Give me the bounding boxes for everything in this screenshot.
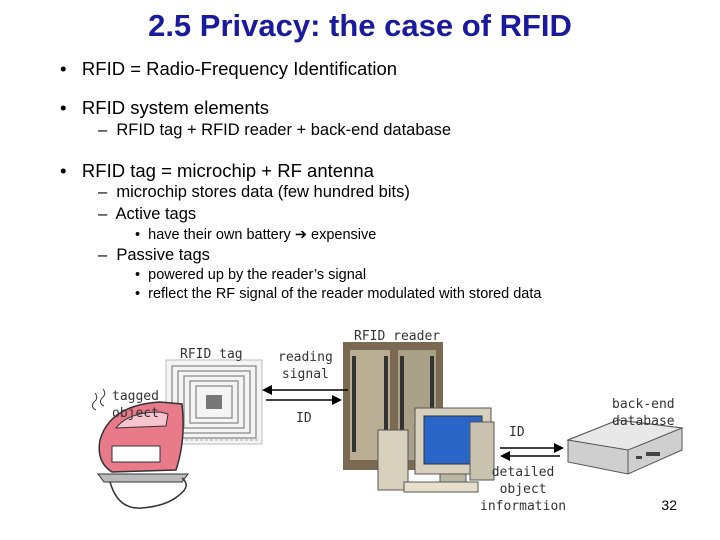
bullet-text: RFID = Radio-Frequency Identification — [81, 58, 398, 79]
subsubbullet-battery: • have their own battery ➔ expensive — [135, 227, 376, 243]
database-server-icon — [566, 419, 684, 475]
bullet-text: RFID tag = microchip + RF antenna — [81, 160, 374, 181]
bullet-text: RFID tag + RFID reader + back-end databa… — [116, 121, 452, 139]
id-arrow-right — [500, 443, 564, 453]
bullet-text: have their own battery ➔ expensive — [148, 227, 377, 243]
bullet-text: RFID system elements — [81, 97, 270, 118]
bullet-rfid-tag: • RFID tag = microchip + RF antenna — [60, 160, 374, 182]
bullet-marker: – — [98, 121, 108, 139]
bullet-marker: – — [98, 183, 108, 201]
rfid-tag-label: RFID tag — [180, 347, 243, 362]
reading-signal-arrow — [262, 385, 348, 395]
bullet-system-elements: • RFID system elements — [60, 97, 269, 119]
bullet-text: Active tags — [115, 205, 197, 223]
subbullet-passive-tags: – Passive tags — [98, 246, 210, 265]
bullet-text: powered up by the reader’s signal — [148, 267, 367, 283]
bullet-marker: • — [135, 267, 141, 283]
id-label-right: ID — [509, 425, 525, 440]
page-number: 32 — [661, 497, 677, 513]
bullet-text: Passive tags — [116, 246, 210, 264]
slide-title: 2.5 Privacy: the case of RFID — [148, 8, 572, 43]
bullet-rfid-definition: • RFID = Radio-Frequency Identification — [60, 58, 397, 80]
id-arrow-left — [266, 395, 342, 405]
backend-database-label: back-end database — [612, 397, 675, 429]
subbullet-microchip: – microchip stores data (few hundred bit… — [98, 183, 410, 202]
subbullet-elements-list: – RFID tag + RFID reader + back-end data… — [98, 121, 451, 140]
bullet-marker: • — [60, 160, 67, 181]
bullet-marker: • — [60, 58, 67, 79]
reading-signal-label: reading signal — [278, 350, 333, 382]
tagged-object-label: tagged object — [112, 389, 159, 421]
iron-icon — [91, 388, 189, 509]
bullet-marker: • — [60, 97, 67, 118]
rfid-reader-label: RFID reader — [354, 329, 441, 344]
bullet-marker: – — [98, 246, 108, 264]
bullet-marker: – — [98, 205, 108, 223]
subbullet-active-tags: – Active tags — [98, 205, 196, 224]
subsubbullet-powered-up: • powered up by the reader’s signal — [135, 267, 366, 283]
computer-icon — [377, 407, 495, 493]
detailed-object-information-label: detailed object information — [480, 465, 567, 514]
bullet-marker: • — [135, 286, 141, 302]
subsubbullet-reflect-signal: • reflect the RF signal of the reader mo… — [135, 286, 541, 302]
bullet-marker: • — [135, 227, 141, 243]
id-label-left: ID — [296, 411, 312, 426]
bullet-text: reflect the RF signal of the reader modu… — [148, 286, 542, 302]
bullet-text: microchip stores data (few hundred bits) — [116, 183, 410, 201]
detailed-info-arrow — [500, 451, 560, 461]
